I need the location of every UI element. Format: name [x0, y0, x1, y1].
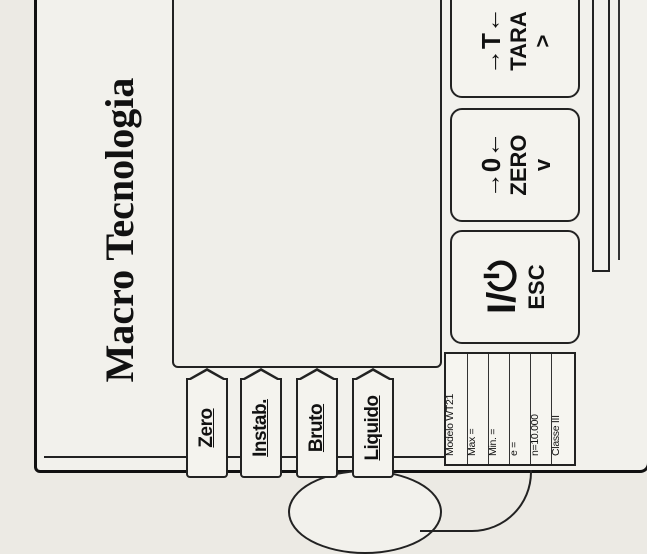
plate-row: n=10.000: [529, 354, 551, 464]
zero-button[interactable]: →0← ZERO v: [450, 108, 580, 222]
esc-label: ESC: [524, 264, 549, 310]
power-icon: I/⏻: [480, 260, 524, 314]
indicator-bruto: Bruto: [296, 368, 338, 478]
plate-row: e =: [508, 354, 530, 464]
esc-power-button-face: I/⏻ ESC: [460, 232, 570, 342]
plate-e: e =: [508, 442, 520, 456]
spec-plate: Modelo WT21 Max = Min. = e = n=10.000 Cl…: [444, 352, 576, 466]
indicator-liquido-label: Liquido: [362, 395, 383, 461]
mount-handle-tail: [420, 470, 532, 532]
scale-device: Macro Tecnologia Zero Instab. Bruto Liqu…: [34, 0, 647, 554]
side-rail-outer: [618, 0, 630, 260]
down-arrow-icon: v: [530, 158, 555, 172]
weight-display: [172, 0, 442, 368]
plate-max: Max =: [466, 428, 478, 456]
mount-handle: [288, 470, 442, 554]
indicator-instab: Instab.: [240, 368, 282, 478]
tara-button-face: →T← TARA >: [460, 0, 570, 96]
side-rail: [592, 0, 610, 272]
zero-icon: →0←: [476, 131, 506, 199]
tara-icon: →T←: [476, 7, 506, 75]
plate-min: Min. =: [487, 428, 499, 456]
indicator-instab-label: Instab.: [250, 399, 271, 457]
plate-model: Modelo WT21: [444, 393, 456, 456]
plate-class: Classe III: [550, 415, 562, 456]
plate-row: Classe III: [550, 354, 572, 464]
indicator-zero-label: Zero: [196, 408, 217, 448]
plate-n: n=10.000: [529, 414, 541, 456]
indicator-liquido: Liquido: [352, 368, 394, 478]
plate-row: Max =: [466, 354, 488, 464]
esc-power-button[interactable]: I/⏻ ESC: [450, 230, 580, 344]
plate-row: Min. =: [487, 354, 509, 464]
zero-button-face: →0← ZERO v: [460, 110, 570, 220]
tara-button[interactable]: →T← TARA >: [450, 0, 580, 98]
right-arrow-icon: >: [530, 34, 555, 48]
zero-label: ZERO: [506, 134, 531, 196]
indicator-bruto-label: Bruto: [306, 403, 327, 453]
brand-logo: Macro Tecnologia: [97, 77, 142, 383]
plate-row: Modelo WT21: [444, 354, 466, 464]
tara-label: TARA: [506, 11, 531, 71]
indicator-zero: Zero: [186, 368, 228, 478]
